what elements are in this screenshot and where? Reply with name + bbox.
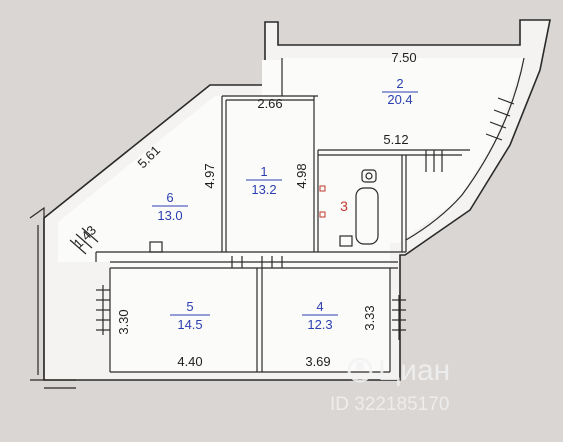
bathroom-fixtures xyxy=(149,169,379,253)
window-room5 xyxy=(96,285,110,335)
room-3-number: 3 xyxy=(340,198,348,214)
watermark: Циан ID 322185170 xyxy=(330,354,450,415)
room-1-number: 1 xyxy=(260,164,267,179)
room-4-label: 4 12.3 xyxy=(302,299,338,332)
window-room4 xyxy=(392,295,406,340)
window-balcony-door xyxy=(425,150,443,172)
room-6-label: 6 13.0 xyxy=(152,190,188,223)
dim-4-98: 4.98 xyxy=(294,163,309,188)
room-1-area: 13.2 xyxy=(251,182,276,197)
room-2-label: 2 20.4 xyxy=(382,76,418,107)
apartment-walls xyxy=(43,19,551,381)
cian-logo-icon xyxy=(347,357,373,383)
room-5-area: 14.5 xyxy=(177,317,202,332)
room-5-number: 5 xyxy=(186,299,193,314)
corridor-doors xyxy=(231,256,283,268)
radiator-6 xyxy=(149,241,163,253)
vent-marker-2 xyxy=(319,211,326,218)
curved-wall xyxy=(405,57,525,241)
room-2-number: 2 xyxy=(396,76,403,91)
dim-3-33: 3.33 xyxy=(362,305,377,330)
dim-3-30: 3.30 xyxy=(116,309,131,334)
room-labels: 2 20.4 1 13.2 6 13.0 3 5 14.5 4 12.3 xyxy=(152,76,418,332)
window-room6 xyxy=(69,227,99,255)
dim-7-50: 7.50 xyxy=(391,50,416,65)
room-6-area: 13.0 xyxy=(157,208,182,223)
room-2-area: 20.4 xyxy=(387,92,412,107)
bathtub xyxy=(355,187,379,245)
watermark-brand: Циан xyxy=(378,354,450,387)
vent-marker-1 xyxy=(319,185,326,192)
room-4-area: 12.3 xyxy=(307,317,332,332)
toilet xyxy=(339,235,353,247)
room-4-number: 4 xyxy=(316,299,323,314)
floor-area xyxy=(58,58,524,372)
windows xyxy=(69,97,515,340)
dim-3-69: 3.69 xyxy=(305,354,330,369)
watermark-id: ID 322185170 xyxy=(330,394,449,415)
room-6-number: 6 xyxy=(166,190,173,205)
balcony-left xyxy=(29,206,76,389)
partitions xyxy=(95,57,525,373)
window-room2-right xyxy=(485,97,515,141)
dim-5-12: 5.12 xyxy=(383,132,408,147)
room-5-label: 5 14.5 xyxy=(170,299,210,332)
room-1-label: 1 13.2 xyxy=(246,164,282,197)
sink xyxy=(361,169,377,183)
dim-4-97: 4.97 xyxy=(202,163,217,188)
dim-4-40: 4.40 xyxy=(177,354,202,369)
dim-2-66: 2.66 xyxy=(257,96,282,111)
